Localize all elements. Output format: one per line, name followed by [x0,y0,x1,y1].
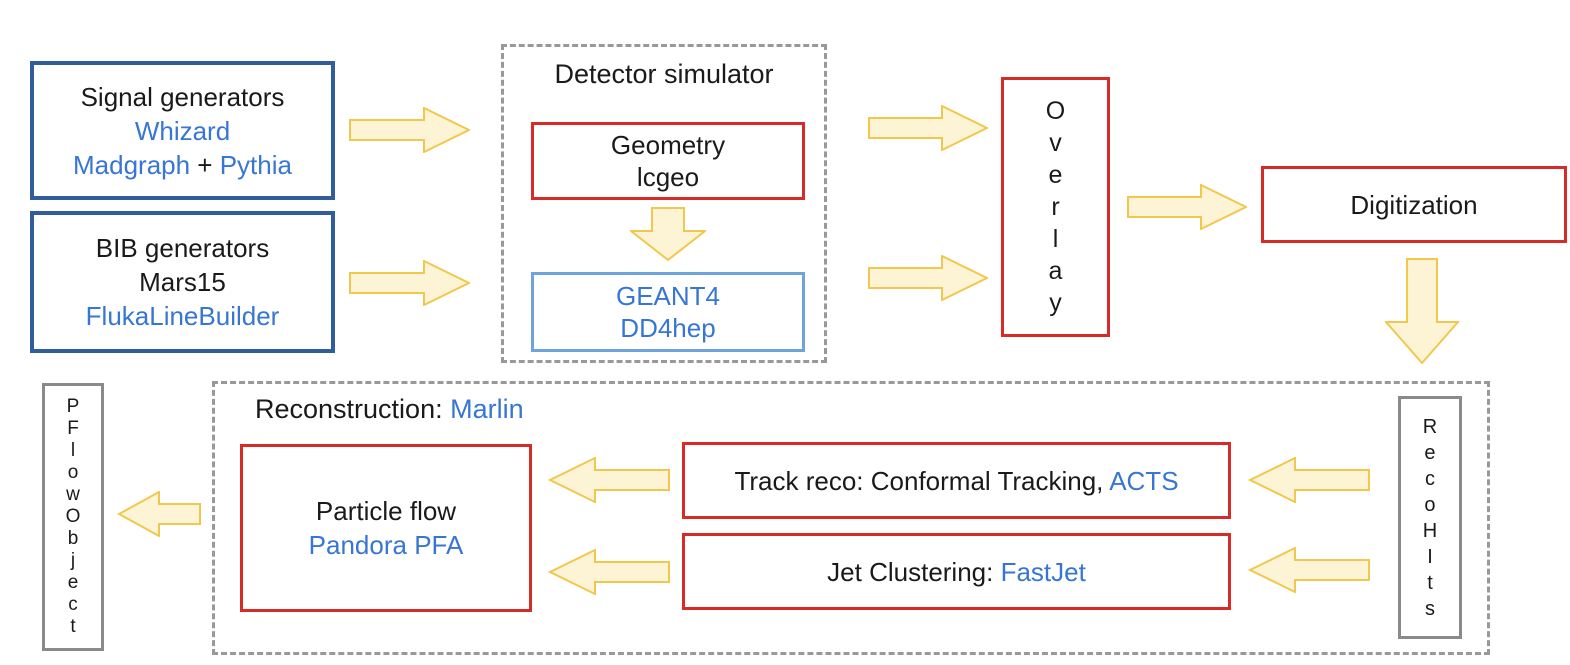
pflowobject-label: P F l o w O b j e c t [65,396,81,637]
plus-separator: + [190,149,220,180]
detector-simulator-group: Detector simulator [501,44,827,363]
jet-clustering-label: Jet Clustering: FastJet [827,555,1086,589]
geometry-box: Geometry lcgeo [531,122,805,200]
detector-simulator-title: Detector simulator [554,59,774,89]
dd4hep-label: DD4hep [620,313,716,343]
arrow-right-icon-detsim-to-overlay-top [868,105,988,151]
arrow-left-icon-recohits-to-trackreco [1248,457,1370,503]
arrow-left-icon-jetclustering-to-particleflow [547,549,670,595]
geant4-dd4hep-box: GEANT4 DD4hep [531,272,805,352]
arrow-right-icon-overlay-to-digitization [1127,184,1247,230]
signal-tool-madgraph: Madgraph [73,149,191,180]
arrow-right-icon-detsim-to-overlay-bottom [868,255,988,301]
bib-generators-box: BIB generators Mars15 FlukaLineBuilder [30,211,335,353]
arrow-left-icon-particleflow-to-pflowobject [117,491,201,537]
marlin-label: Marlin [450,394,524,424]
reconstruction-group: Reconstruction: Marlin [212,381,1490,655]
fastjet-label: FastJet [1000,556,1086,587]
recohits-label: R e c o H I t s [1422,415,1438,620]
overlay-box: O v e r l a y [1001,77,1110,337]
arrow-down-icon-digitization-to-recohits [1385,258,1459,364]
particle-flow-box: Particle flow Pandora PFA [240,444,532,612]
arrow-right-icon-bib-to-detsim [349,260,470,306]
signal-tool-pythia: Pythia [219,149,292,180]
arrow-right-icon-signal-to-detsim [349,107,470,153]
lcgeo-label: lcgeo [636,162,700,192]
reconstruction-title: Reconstruction: Marlin [255,394,524,425]
signal-tool-whizard: Whizard [134,115,231,146]
arrow-left-icon-recohits-to-jetclustering [1248,547,1370,593]
jet-clustering-box: Jet Clustering: FastJet [682,533,1231,610]
track-reco-box: Track reco: Conformal Tracking, ACTS [682,442,1231,519]
recohits-box: R e c o H I t s [1398,396,1462,639]
reconstruction-title-text: Reconstruction: [255,394,451,424]
particle-flow-label: Particle flow [315,496,457,526]
digitization-label: Digitization [1350,189,1478,220]
digitization-box: Digitization [1261,166,1567,243]
signal-tool-line: Madgraph + Pythia [73,148,292,182]
geant4-label: GEANT4 [615,281,721,311]
pflowobject-box: P F l o w O b j e c t [42,383,104,651]
acts-label: ACTS [1109,465,1179,496]
track-reco-label: Track reco: Conformal Tracking, ACTS [734,464,1178,498]
geometry-label: Geometry [610,130,726,160]
track-reco-text: Track reco: Conformal Tracking, [734,465,1110,496]
arrow-left-icon-trackreco-to-particleflow [547,457,670,503]
bib-generators-title: BIB generators [95,233,270,263]
bib-tool-flukalinebuilder: FlukaLineBuilder [85,301,280,331]
arrow-down-icon-geometry-to-geant4 [630,207,706,261]
pandora-pfa-label: Pandora PFA [308,530,464,560]
overlay-label: O v e r l a y [1045,97,1066,317]
bib-tool-mars15: Mars15 [139,267,226,297]
signal-generators-box: Signal generators Whizard Madgraph + Pyt… [30,61,335,200]
jet-clustering-text: Jet Clustering: [827,556,1001,587]
signal-generators-title: Signal generators [80,81,285,112]
